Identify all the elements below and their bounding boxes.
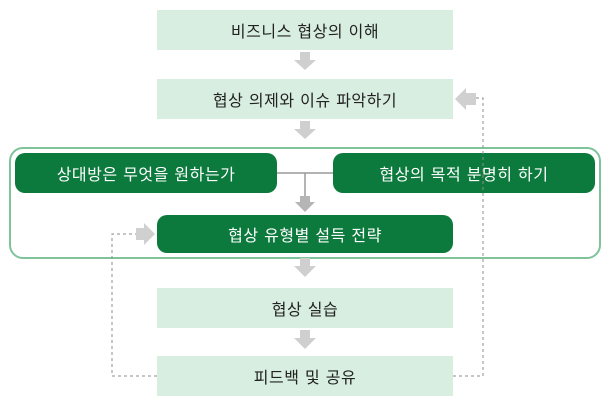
arrow-left-icon [455,88,476,110]
step-counterpart-wants: 상대방은 무엇을 원하는가 [15,153,277,193]
step-feedback-sharing-label: 피드백 및 공유 [253,368,357,387]
step-identify-agenda-label: 협상 의제와 이슈 파악하기 [212,91,398,110]
step-feedback-sharing: 피드백 및 공유 [157,356,453,396]
step-counterpart-wants-label: 상대방은 무엇을 원하는가 [56,165,236,184]
step-persuasion-strategy-label: 협상 유형별 설득 전략 [228,226,382,245]
step-clarify-purpose-label: 협상의 목적 분명히 하기 [379,165,549,184]
step-identify-agenda: 협상 의제와 이슈 파악하기 [157,79,453,119]
step-understand-negotiation: 비즈니스 협상의 이해 [157,10,453,50]
step-persuasion-strategy: 협상 유형별 설득 전략 [157,215,453,253]
arrow-down-icon [294,121,316,139]
arrow-down-icon [294,52,316,70]
arrow-down-icon [294,258,316,277]
step-understand-negotiation-label: 비즈니스 협상의 이해 [230,22,380,41]
step-negotiation-practice-label: 협상 실습 [271,300,339,319]
step-clarify-purpose: 협상의 목적 분명히 하기 [333,153,595,193]
step-negotiation-practice: 협상 실습 [157,288,453,328]
arrow-down-icon [294,330,316,349]
